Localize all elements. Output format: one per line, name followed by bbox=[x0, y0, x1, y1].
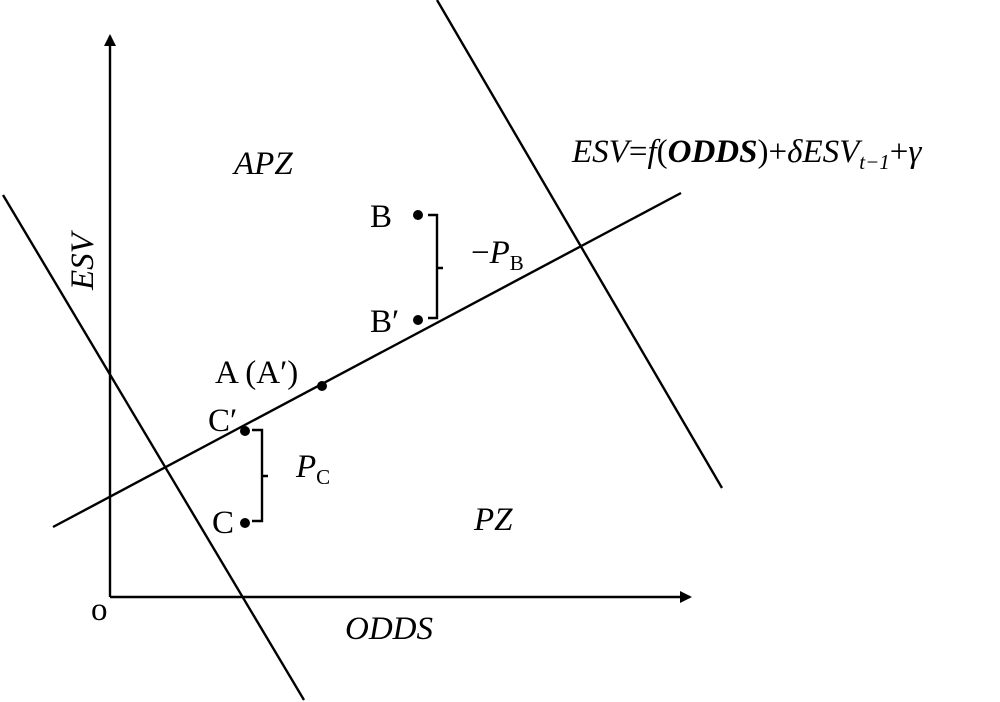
region-pz-label: PZ bbox=[473, 502, 513, 538]
regression-line bbox=[52, 191, 682, 529]
right-boundary-line bbox=[435, 0, 724, 489]
eq-open: ( bbox=[657, 134, 668, 170]
label-pb-p: P bbox=[489, 235, 510, 271]
regression-equation: ESV=f(ODDS)+δESVt−1+γ bbox=[571, 134, 922, 174]
label-c-prime: C′ bbox=[208, 403, 237, 439]
eq-equals: = bbox=[629, 134, 648, 170]
bracket-b bbox=[428, 213, 443, 320]
label-minus-pb: −PB bbox=[471, 235, 524, 275]
eq-close: ) bbox=[757, 134, 768, 170]
label-pb-sub: B bbox=[510, 251, 524, 275]
label-c: C bbox=[212, 505, 234, 541]
bracket-c bbox=[252, 428, 268, 523]
y-axis-label: ESV bbox=[65, 229, 101, 291]
region-apz-label: APZ bbox=[232, 146, 293, 182]
label-b-prime: B′ bbox=[370, 304, 399, 340]
point-c bbox=[240, 518, 250, 528]
label-pc-p: P bbox=[295, 449, 316, 485]
label-a: A (A′) bbox=[215, 355, 298, 391]
point-b bbox=[413, 210, 423, 220]
eq-subscript: t−1 bbox=[859, 150, 890, 174]
label-pc: PC bbox=[295, 449, 330, 489]
left-boundary-line bbox=[1, 194, 306, 701]
eq-gamma: γ bbox=[908, 134, 922, 170]
eq-esv: ESV bbox=[571, 134, 633, 170]
eq-esv-lag: ESV bbox=[801, 134, 863, 170]
point-c-prime bbox=[240, 426, 250, 436]
label-b: B bbox=[370, 199, 392, 235]
label-pc-sub: C bbox=[316, 465, 330, 489]
point-b-prime bbox=[413, 315, 423, 325]
eq-delta: δ bbox=[787, 134, 803, 170]
eq-odds: ODDS bbox=[668, 134, 758, 170]
label-minus-sign: − bbox=[471, 235, 490, 271]
point-a bbox=[317, 381, 327, 391]
origin-label: o bbox=[91, 592, 108, 628]
eq-plus1: + bbox=[768, 134, 787, 170]
x-axis-label: ODDS bbox=[345, 611, 433, 647]
eq-plus2: + bbox=[890, 134, 909, 170]
